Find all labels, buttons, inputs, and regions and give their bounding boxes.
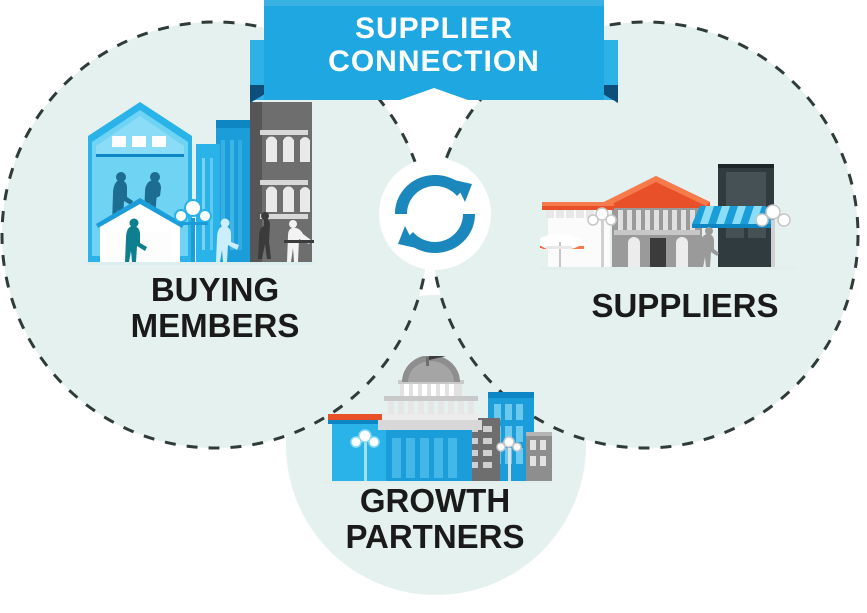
label-buying-members: BUYING MEMBERS [130, 271, 300, 344]
buying-members-cityscape [86, 102, 314, 265]
supplier-connection-banner: SUPPLIER CONNECTION [250, 0, 618, 103]
growth-partners-cityscape [322, 356, 552, 484]
label-growth-partners: GROWTH PARTNERS [345, 482, 525, 555]
banner-body [264, 0, 604, 100]
suppliers-cityscape [540, 164, 798, 270]
label-suppliers: SUPPLIERS [591, 287, 779, 324]
sync-arrows-icon [379, 158, 491, 270]
banner-title: SUPPLIER CONNECTION [328, 12, 540, 78]
